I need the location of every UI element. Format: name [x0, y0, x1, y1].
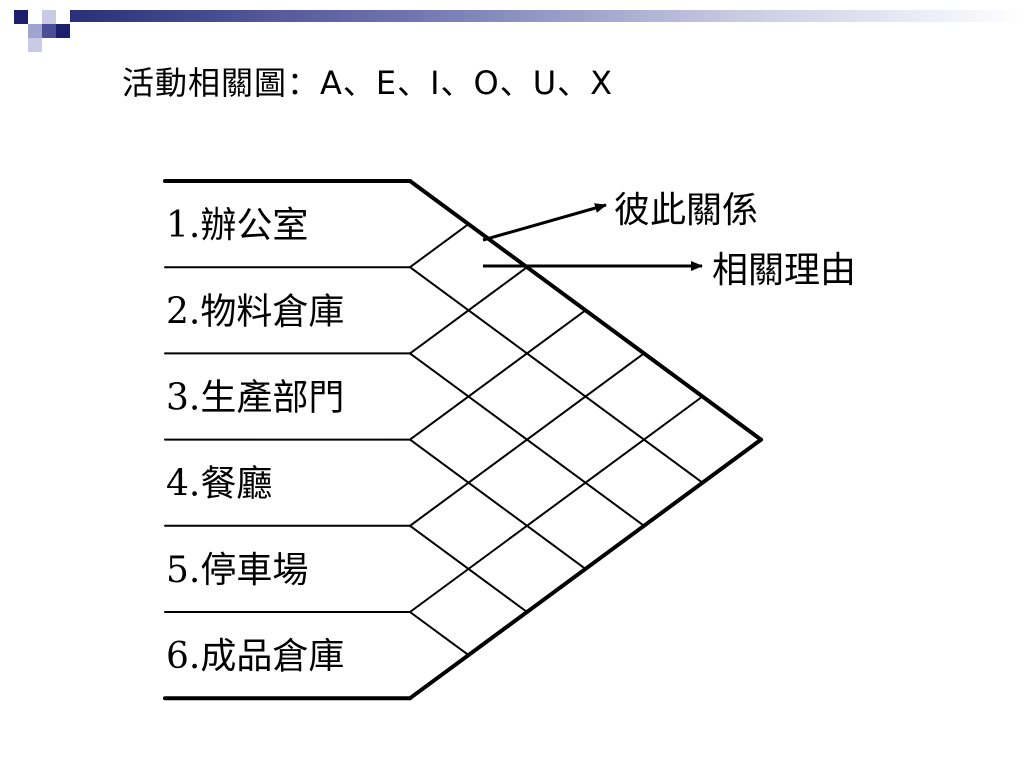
matrix-diagonal-down — [409, 438, 587, 570]
matrix-diagonal-down — [409, 266, 704, 484]
matrix-grid — [163, 179, 763, 701]
matrix-diagonal-down — [409, 611, 470, 657]
page-title: 活動相關圖：A、E、I、O、U、X — [122, 64, 614, 102]
decor-square-dark — [14, 10, 28, 24]
department-label: 1.辦公室 — [166, 205, 308, 246]
decor-square-mid — [42, 24, 56, 38]
mutual-relation-arrow — [482, 203, 607, 242]
matrix-diagonal-up — [409, 266, 528, 355]
department-label: 5.停車場 — [166, 550, 308, 591]
mutual-relation-label: 彼此關係 — [614, 190, 758, 231]
matrix-diagonal-up — [409, 395, 704, 613]
decor-square-pale — [42, 10, 56, 24]
department-label: 2.物料倉庫 — [166, 291, 344, 332]
decor-square-pale-2 — [28, 38, 42, 52]
decor-square-light — [28, 24, 42, 38]
decor-square-dark-2 — [56, 24, 70, 38]
header-decoration — [0, 0, 1024, 52]
department-labels: 1.辦公室 2.物料倉庫 3.生產部門 4.餐廳 5.停車場 6.成品倉庫 — [166, 205, 344, 677]
matrix-diagonal-up — [409, 223, 470, 269]
department-label: 6.成品倉庫 — [166, 636, 344, 677]
relation-reason-label: 相關理由 — [712, 250, 856, 291]
department-label: 3.生產部門 — [166, 378, 344, 419]
department-label: 4.餐廳 — [166, 464, 272, 505]
header-gradient-bar — [70, 10, 1024, 22]
matrix-diagonal-up — [409, 309, 587, 441]
matrix-diagonal-up — [409, 352, 645, 527]
